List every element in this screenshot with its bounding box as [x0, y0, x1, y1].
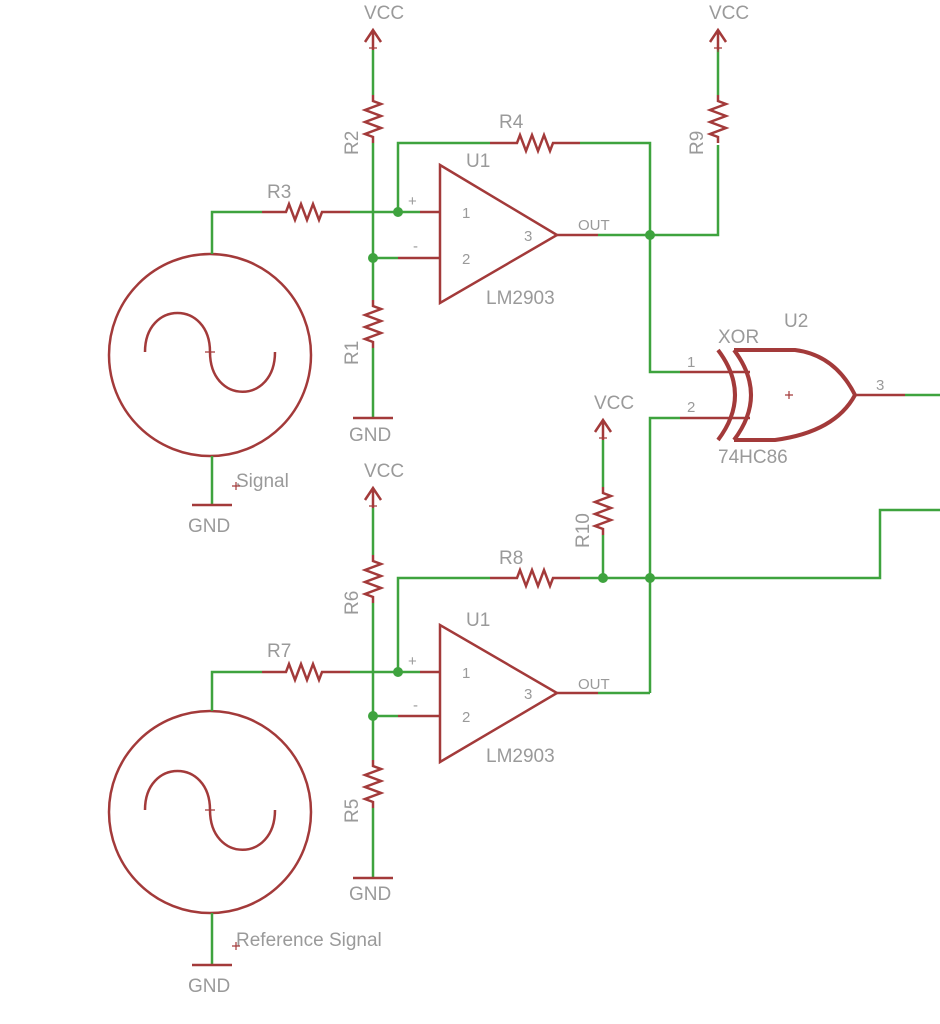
- vcc-symbol: VCC: [593, 393, 634, 442]
- plus-label: +: [408, 653, 417, 670]
- wire: [648, 416, 680, 693]
- gnd-label: GND: [188, 516, 230, 537]
- signal-label: Signal: [236, 471, 289, 492]
- vcc-symbol: VCC: [363, 3, 404, 52]
- out-label: OUT: [578, 676, 610, 693]
- gnd-symbol: GND: [188, 963, 232, 997]
- junction-node: [393, 207, 403, 217]
- u2-label: U2: [784, 311, 808, 332]
- vcc-label: VCC: [594, 393, 634, 414]
- resistor-r1[interactable]: [363, 298, 383, 350]
- reference-signal-label: Reference Signal: [236, 930, 382, 951]
- opamp-part-label: LM2903: [486, 288, 555, 309]
- resistor-r3[interactable]: [278, 202, 330, 222]
- vcc-symbol: VCC: [363, 461, 404, 510]
- pin-label: 2: [687, 399, 695, 416]
- gnd-label: GND: [349, 884, 391, 905]
- junction-node: [368, 253, 378, 263]
- junction-node: [598, 573, 608, 583]
- pin-label: 1: [462, 205, 470, 222]
- resistor-r4[interactable]: [509, 133, 561, 153]
- pin-label: 2: [462, 251, 470, 268]
- r9-label: R9: [687, 131, 708, 155]
- vcc-label: VCC: [709, 3, 749, 24]
- pin-label: 1: [462, 665, 470, 682]
- reference-signal-source[interactable]: [107, 709, 313, 915]
- gnd-symbol: GND: [349, 876, 393, 905]
- junction-node: [645, 573, 655, 583]
- wire: [210, 210, 262, 254]
- out-label: OUT: [578, 217, 610, 234]
- signal-source[interactable]: [107, 252, 313, 458]
- vcc-label: VCC: [364, 3, 404, 24]
- r10-label: R10: [573, 513, 594, 548]
- pin-label: 3: [876, 377, 884, 394]
- resistor-r6[interactable]: [363, 553, 383, 605]
- junction-node: [645, 230, 655, 240]
- resistor-r8[interactable]: [509, 568, 561, 588]
- minus-label: -: [413, 238, 418, 255]
- gnd-label: GND: [188, 976, 230, 997]
- resistor-r7[interactable]: [278, 662, 330, 682]
- xor-gate-u2[interactable]: [680, 348, 905, 442]
- r2-label: R2: [342, 131, 363, 155]
- vcc-symbol: VCC: [708, 3, 749, 52]
- wire: [598, 145, 720, 237]
- opamp-part-label: LM2903: [486, 746, 555, 767]
- resistor-r9[interactable]: [708, 93, 728, 145]
- r6-label: R6: [342, 591, 363, 615]
- opamp-u1-bottom[interactable]: [398, 622, 598, 765]
- bottom-comparator-stage: VCC R6 R5 GND Reference Signal R7 GND: [107, 393, 940, 997]
- u1-label: U1: [466, 151, 490, 172]
- pin-label: 2: [462, 709, 470, 726]
- junction-node: [393, 667, 403, 677]
- pin-label: 3: [524, 686, 532, 703]
- resistor-r10[interactable]: [593, 485, 613, 537]
- xor-part-label: 74HC86: [718, 447, 788, 468]
- r4-label: R4: [499, 112, 524, 133]
- wire: [580, 141, 680, 374]
- xor-label: XOR: [718, 327, 759, 348]
- r7-label: R7: [267, 641, 291, 662]
- gnd-symbol: GND: [188, 503, 232, 537]
- r8-label: R8: [499, 548, 523, 569]
- wire: [396, 141, 490, 212]
- u1-label: U1: [466, 610, 490, 631]
- opamp-u1-top[interactable]: [398, 162, 598, 306]
- r3-label: R3: [267, 182, 291, 203]
- minus-label: -: [413, 697, 418, 714]
- resistor-r2[interactable]: [363, 93, 383, 145]
- top-comparator-stage: VCC R2 R1 GND Signal R3 GND: [107, 3, 749, 537]
- r1-label: R1: [342, 341, 363, 365]
- gnd-label: GND: [349, 425, 391, 446]
- junction-node: [368, 711, 378, 721]
- pin-label: 1: [687, 354, 695, 371]
- pin-label: 3: [524, 228, 532, 245]
- vcc-label: VCC: [364, 461, 404, 482]
- r5-label: R5: [342, 799, 363, 823]
- wire: [210, 670, 262, 711]
- gnd-symbol: GND: [349, 416, 393, 446]
- wire: [580, 508, 940, 580]
- wire: [396, 576, 490, 672]
- plus-label: +: [408, 193, 417, 210]
- resistor-r5[interactable]: [363, 758, 383, 810]
